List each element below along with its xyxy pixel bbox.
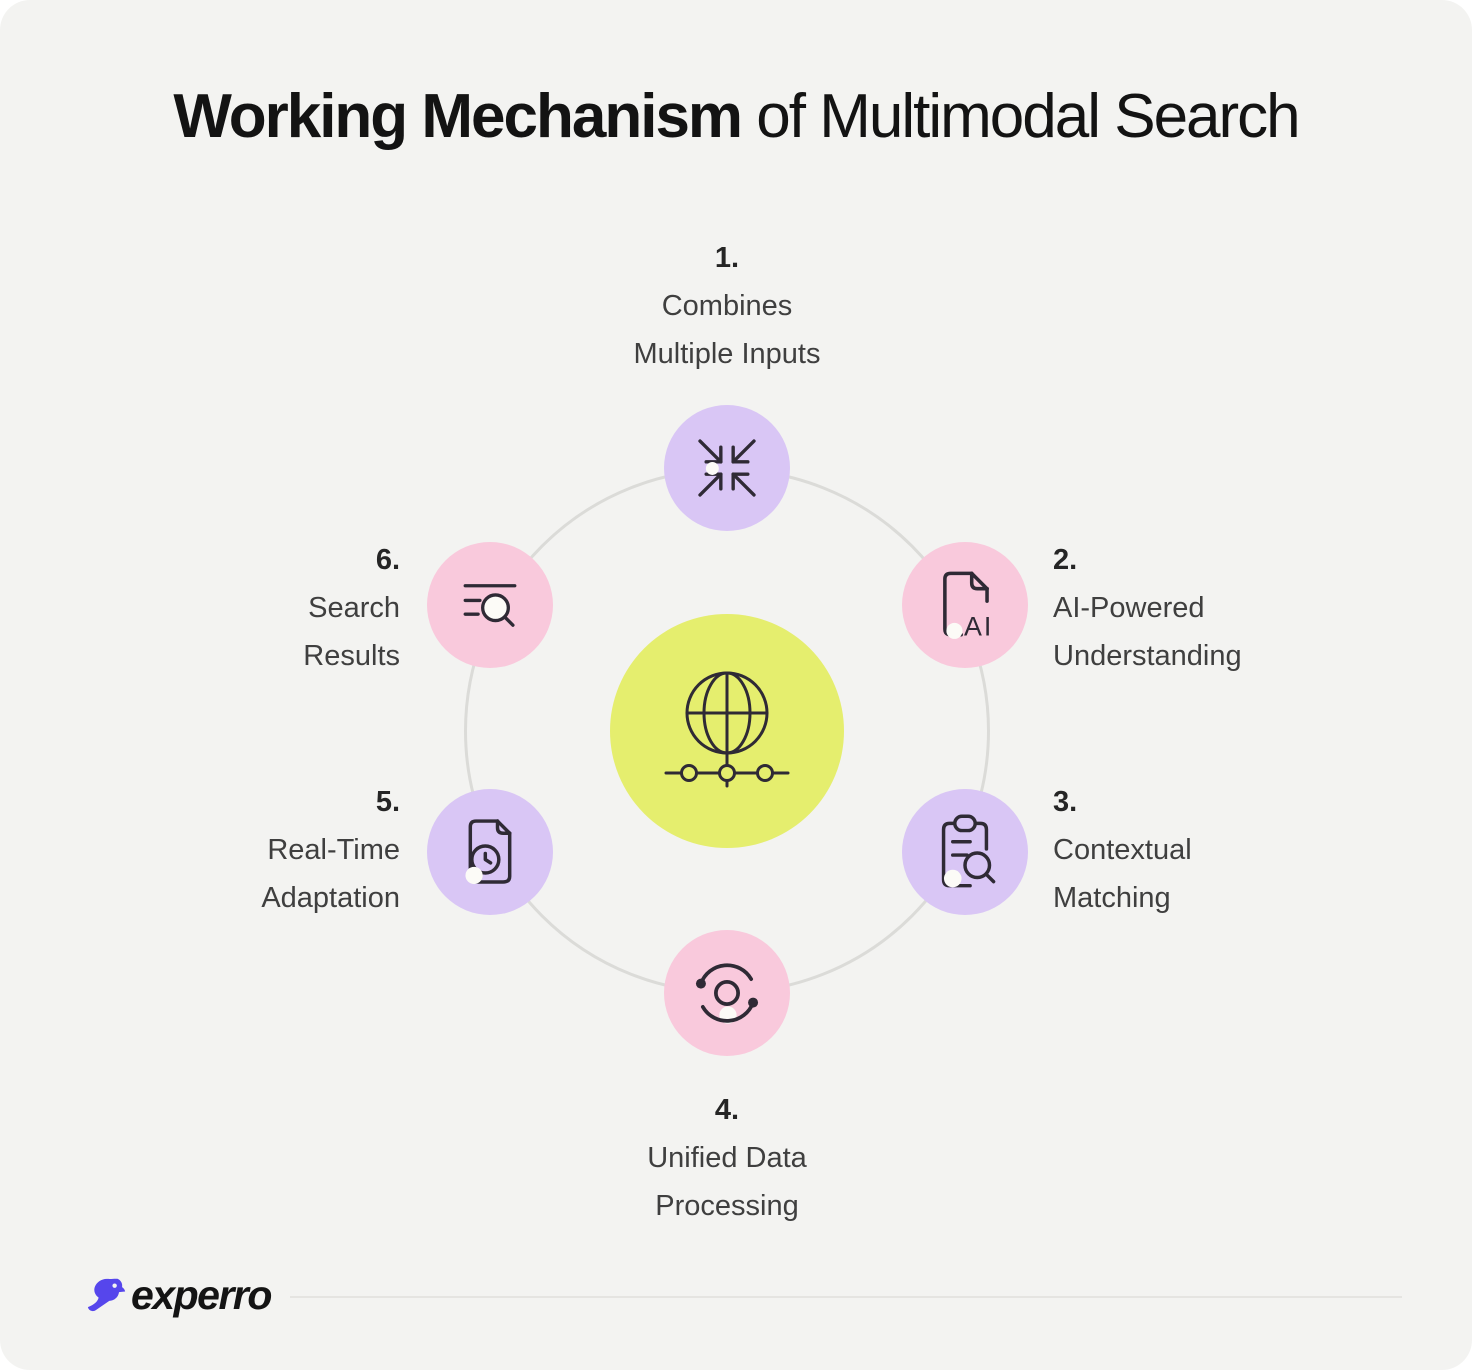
clipboard-search-icon bbox=[941, 814, 996, 888]
step-6-line-1: Search bbox=[308, 592, 400, 624]
step-4-line-2: Processing bbox=[655, 1190, 799, 1222]
step-2-number: 2. bbox=[1053, 544, 1078, 576]
step-6-line-2: Results bbox=[303, 640, 400, 672]
ai-document-icon: AI bbox=[943, 571, 993, 642]
step-5-number: 5. bbox=[375, 786, 400, 818]
page-title-regular: of Multimodal Search bbox=[741, 82, 1300, 151]
step-3-number: 3. bbox=[1053, 786, 1078, 818]
step-5-circle bbox=[427, 789, 553, 915]
compress-arrows-icon bbox=[698, 439, 756, 497]
experro-bird-icon bbox=[87, 1278, 126, 1312]
step-4-label: 4. Unified Data Processing bbox=[527, 1086, 927, 1230]
step-4-line-1: Unified Data bbox=[647, 1142, 807, 1174]
page-title: Working Mechanism of Multimodal Search bbox=[0, 86, 1472, 148]
step-6-number: 6. bbox=[375, 544, 400, 576]
ai-label: AI bbox=[964, 612, 993, 642]
step-3-circle bbox=[902, 789, 1028, 915]
step-1-line-1: Combines bbox=[661, 290, 793, 322]
step-4-circle bbox=[664, 930, 790, 1056]
page-title-bold: Working Mechanism bbox=[173, 82, 743, 151]
globe-network-icon bbox=[664, 671, 790, 788]
step-1-circle bbox=[664, 405, 790, 531]
step-2-label: 2. AI-Powered Understanding bbox=[1053, 536, 1423, 680]
step-5-label: 5. Real-Time Adaptation bbox=[60, 778, 400, 922]
center-circle bbox=[610, 614, 844, 848]
step-2-circle: AI bbox=[902, 542, 1028, 668]
step-2-line-2: Understanding bbox=[1053, 640, 1242, 672]
step-4-number: 4. bbox=[714, 1094, 740, 1126]
step-1-line-2: Multiple Inputs bbox=[633, 338, 821, 370]
step-3-line-2: Matching bbox=[1053, 882, 1171, 914]
step-1-label: 1. Combines Multiple Inputs bbox=[527, 234, 927, 378]
step-3-label: 3. Contextual Matching bbox=[1053, 778, 1423, 922]
step-5-line-1: Real-Time bbox=[267, 834, 400, 866]
step-6-circle bbox=[427, 542, 553, 668]
sync-process-icon bbox=[695, 963, 759, 1024]
step-3-line-1: Contextual bbox=[1053, 834, 1192, 866]
step-6-label: 6. Search Results bbox=[60, 536, 400, 680]
document-clock-icon bbox=[465, 819, 512, 885]
footer-divider bbox=[290, 1296, 1402, 1298]
step-5-line-2: Adaptation bbox=[261, 882, 400, 914]
brand-logo: experro bbox=[86, 1272, 272, 1319]
step-2-line-1: AI-Powered bbox=[1053, 592, 1205, 624]
step-1-number: 1. bbox=[714, 242, 740, 274]
search-list-icon bbox=[463, 584, 517, 627]
brand-wordmark: experro bbox=[131, 1272, 272, 1318]
